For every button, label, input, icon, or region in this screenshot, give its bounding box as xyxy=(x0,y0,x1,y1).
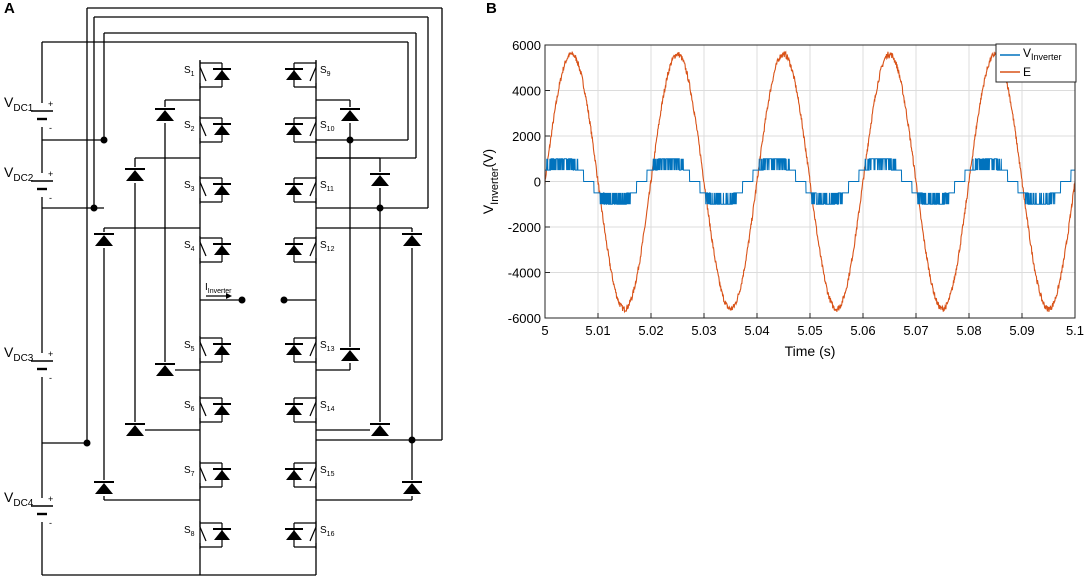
switch-label: S7 xyxy=(184,465,195,478)
dc-sources: VDC1 + - VDC2 + - VDC3 + - VDC4 + - xyxy=(4,94,54,528)
series-e-line xyxy=(544,50,1076,314)
switch-s6: S6 xyxy=(184,396,231,424)
switch-s1: S1 xyxy=(184,61,231,89)
x-tick-label: 5 xyxy=(541,323,548,338)
chart-series xyxy=(544,50,1076,314)
switch-label: S8 xyxy=(184,525,195,538)
switch-label: S4 xyxy=(184,240,195,253)
clamp-diode xyxy=(155,362,175,378)
switch-label: S11 xyxy=(320,180,334,193)
y-tick-label: -4000 xyxy=(508,266,541,281)
y-tick-label: 6000 xyxy=(512,38,541,53)
switch-s3: S3 xyxy=(184,176,231,204)
clamp-diode xyxy=(125,422,145,438)
voltage-waveform-chart: 5 5.01 5.02 5.03 5.04 5.05 5.06 5.07 5.08 5.09 5.1… xyxy=(480,38,1084,359)
dc-source-label: VDC3 xyxy=(4,344,34,364)
switch-label: S13 xyxy=(320,340,335,353)
x-axis-label: Time (s) xyxy=(785,343,836,359)
x-tick-label: 5.1 xyxy=(1066,323,1084,338)
switch-s2: S2 xyxy=(184,116,231,144)
x-tick-label: 5.09 xyxy=(1009,323,1034,338)
switch-s8: S8 xyxy=(184,521,231,549)
x-axis-ticks: 5 5.01 5.02 5.03 5.04 5.05 5.06 5.07 5.08 5.09 5.1 xyxy=(541,313,1084,338)
switch-label: S3 xyxy=(184,180,195,193)
switch-label: S2 xyxy=(184,120,195,133)
y-tick-label: 0 xyxy=(534,175,541,190)
x-tick-label: 5.03 xyxy=(691,323,716,338)
clamp-diode xyxy=(340,347,360,363)
chart-legend: VInverter E xyxy=(995,43,1077,83)
x-tick-label: 5.05 xyxy=(797,323,822,338)
panel-a-label: A xyxy=(4,0,15,17)
current-label: IInverter xyxy=(205,282,232,295)
switch-s10: S10 xyxy=(285,116,335,144)
plus-sign: + xyxy=(48,169,53,179)
dc-source-3: VDC3 + - xyxy=(4,344,54,383)
minus-sign: - xyxy=(49,373,52,383)
dc-source-4: VDC4 + - xyxy=(4,489,54,528)
y-tick-label: 4000 xyxy=(512,84,541,99)
clamp-diode xyxy=(125,167,145,183)
current-arrow xyxy=(206,293,232,299)
switch-s14: S14 xyxy=(285,396,335,424)
legend-label-e: E xyxy=(1023,65,1031,79)
dc-source-2: VDC2 + - xyxy=(4,164,54,203)
switch-s16: S16 xyxy=(285,521,335,549)
inverter-circuit-diagram: VDC1+-VDC2+-VDC3+-VDC4+- S1S2S3S4S5S6S7S… xyxy=(4,7,443,576)
clamp-diode xyxy=(370,422,390,438)
switch-s11: S11 xyxy=(285,176,334,204)
clamp-diode xyxy=(155,107,175,123)
junction-dots xyxy=(83,136,416,447)
clamp-diode xyxy=(94,480,114,496)
switch-label: S12 xyxy=(320,240,335,253)
plus-sign: + xyxy=(48,99,53,109)
x-tick-label: 5.08 xyxy=(956,323,981,338)
y-tick-label: -6000 xyxy=(508,311,541,326)
minus-sign: - xyxy=(49,123,52,133)
y-axis-label: VInverter(V) xyxy=(480,149,501,214)
dc-source-label: VDC1 xyxy=(4,94,34,114)
clamp-diode xyxy=(402,480,422,496)
x-tick-label: 5.02 xyxy=(638,323,663,338)
plus-sign: + xyxy=(48,494,53,504)
x-tick-label: 5.06 xyxy=(850,323,875,338)
switch-label: S14 xyxy=(320,400,335,413)
clamp-diode xyxy=(402,232,422,248)
switch-s5: S5 xyxy=(184,336,231,364)
dc-source-1: VDC1 + - xyxy=(4,94,54,133)
minus-sign: - xyxy=(49,518,52,528)
switch-s4: S4 xyxy=(184,236,231,264)
y-tick-label: 2000 xyxy=(512,129,541,144)
clamp-diode xyxy=(94,232,114,248)
switch-label: S1 xyxy=(184,65,195,78)
x-tick-label: 5.07 xyxy=(903,323,928,338)
switch-s12: S12 xyxy=(285,236,335,264)
switch-s9: S9 xyxy=(285,61,331,89)
switch-label: S10 xyxy=(320,120,335,133)
x-tick-label: 5.04 xyxy=(744,323,769,338)
clamp-diodes xyxy=(94,107,422,496)
legend-box xyxy=(995,43,1077,83)
switch-s15: S15 xyxy=(285,461,335,489)
dc-source-label: VDC4 xyxy=(4,489,34,509)
panel-b-label: B xyxy=(486,0,497,17)
legend-label-vinverter: VInverter xyxy=(1023,46,1062,62)
switch-s7: S7 xyxy=(184,461,231,489)
plus-sign: + xyxy=(48,349,53,359)
switch-label: S15 xyxy=(320,465,335,478)
y-tick-label: -2000 xyxy=(508,220,541,235)
clamp-diode xyxy=(340,107,360,123)
x-tick-label: 5.01 xyxy=(585,323,610,338)
y-axis-ticks: -6000 -4000 -2000 0 2000 4000 6000 xyxy=(508,38,550,326)
clamp-diode xyxy=(370,172,390,188)
dc-source-label: VDC2 xyxy=(4,164,34,184)
switch-label: S16 xyxy=(320,525,335,538)
switch-label: S5 xyxy=(184,340,195,353)
switch-label: S6 xyxy=(184,400,195,413)
series-vinverter-line xyxy=(545,158,1075,205)
switch-s13: S13 xyxy=(285,336,335,364)
switch-label: S9 xyxy=(320,65,331,78)
minus-sign: - xyxy=(49,193,52,203)
